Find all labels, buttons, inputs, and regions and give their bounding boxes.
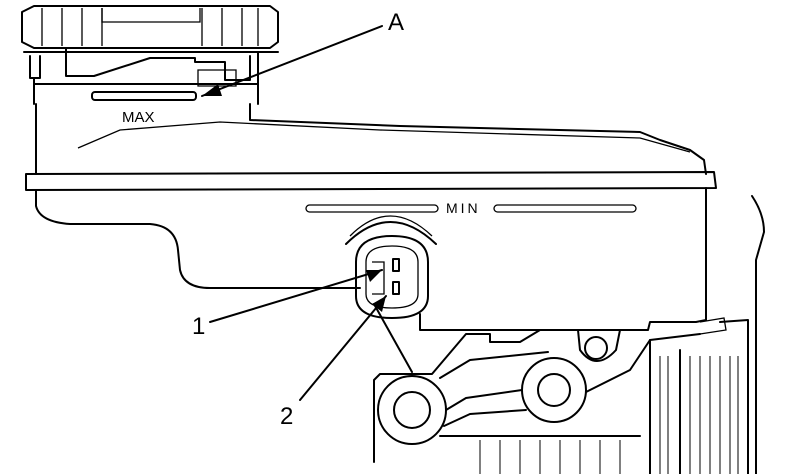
master-cylinder-bracket (373, 195, 765, 474)
max-label: MAX (122, 109, 155, 126)
max-level-marker: MAX (91, 91, 197, 126)
callout-1: 1 (192, 313, 205, 340)
reservoir-body (25, 103, 727, 335)
min-label: MIN (446, 200, 481, 216)
reservoir-cap (21, 5, 279, 105)
callout-leaders (201, 25, 413, 401)
callout-a: A (388, 9, 404, 36)
fluid-level-sensor-connector (345, 215, 437, 319)
callout-2: 2 (280, 403, 293, 430)
min-level-marker: MIN (305, 200, 637, 216)
